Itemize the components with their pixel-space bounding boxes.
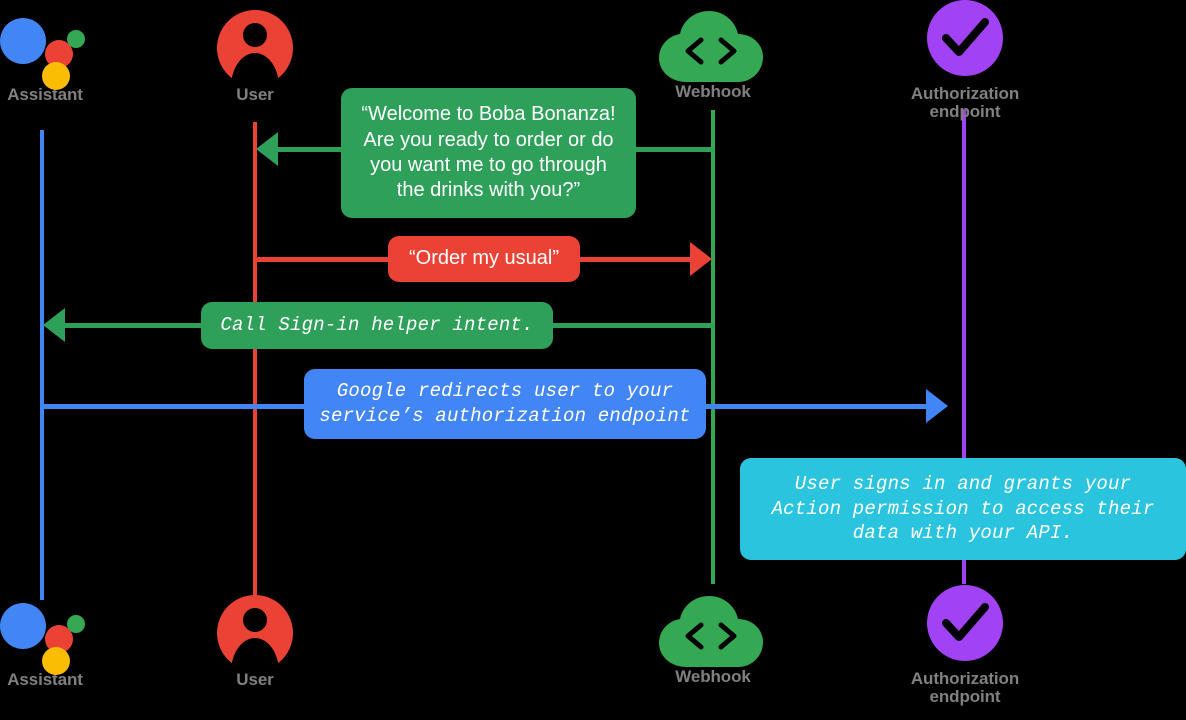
google-assistant-icon xyxy=(0,10,90,90)
bubble-welcome: “Welcome to Boba Bonanza! Are you ready … xyxy=(341,88,636,218)
lifeline-auth xyxy=(962,110,966,584)
actor-label-user-top: User xyxy=(236,85,274,104)
assistant-dot-green xyxy=(67,615,85,633)
actor-user-bottom: User xyxy=(217,595,293,689)
bubble-signin-helper: Call Sign-in helper intent. xyxy=(201,302,553,349)
assistant-dot-green xyxy=(67,30,85,48)
lifeline-assistant xyxy=(40,130,44,600)
arrow-head-redirect xyxy=(926,389,948,423)
arrow-head-welcome xyxy=(256,132,278,166)
user-avatar-body xyxy=(231,638,279,672)
bubble-google-redirect: Google redirects user to your service’s … xyxy=(304,369,706,439)
lifeline-webhook xyxy=(711,110,715,584)
actor-label-auth-bottom: Authorization endpoint xyxy=(910,669,1020,707)
assistant-dot-blue xyxy=(0,18,46,64)
purple-check-icon xyxy=(927,0,1003,76)
actor-label-assistant-bottom: Assistant xyxy=(7,670,83,689)
bubble-order-my-usual: “Order my usual” xyxy=(388,236,580,282)
cloud-code-icon xyxy=(657,10,769,86)
actor-auth-bottom: Authorization endpoint xyxy=(890,585,1040,707)
actor-label-assistant-top: Assistant xyxy=(7,85,83,104)
actor-user-top: User xyxy=(217,10,293,104)
arrow-head-order xyxy=(690,242,712,276)
arrow-head-signin xyxy=(43,308,65,342)
user-avatar-body xyxy=(231,53,279,87)
user-avatar-head xyxy=(243,23,267,47)
assistant-dot-yellow xyxy=(42,62,70,90)
actor-webhook-bottom: Webhook xyxy=(657,595,769,686)
actor-assistant-bottom: Assistant xyxy=(0,595,90,689)
google-assistant-icon xyxy=(0,595,90,675)
bubble-user-grants-permission: User signs in and grants your Action per… xyxy=(740,458,1186,560)
actor-label-webhook-bottom: Webhook xyxy=(675,667,751,686)
cloud-code-icon xyxy=(657,595,769,671)
user-avatar-head xyxy=(243,608,267,632)
actor-label-auth-top: Authorization endpoint xyxy=(910,84,1020,122)
user-avatar-icon xyxy=(217,10,293,87)
lifeline-user xyxy=(253,122,257,600)
assistant-dot-yellow xyxy=(42,647,70,675)
actor-webhook-top: Webhook xyxy=(657,10,769,101)
user-avatar-icon xyxy=(217,595,293,672)
actor-label-user-bottom: User xyxy=(236,670,274,689)
assistant-dot-blue xyxy=(0,603,46,649)
purple-check-icon xyxy=(927,585,1003,661)
actor-assistant-top: Assistant xyxy=(0,10,90,104)
actor-auth-top: Authorization endpoint xyxy=(890,0,1040,122)
actor-label-webhook-top: Webhook xyxy=(675,82,751,101)
